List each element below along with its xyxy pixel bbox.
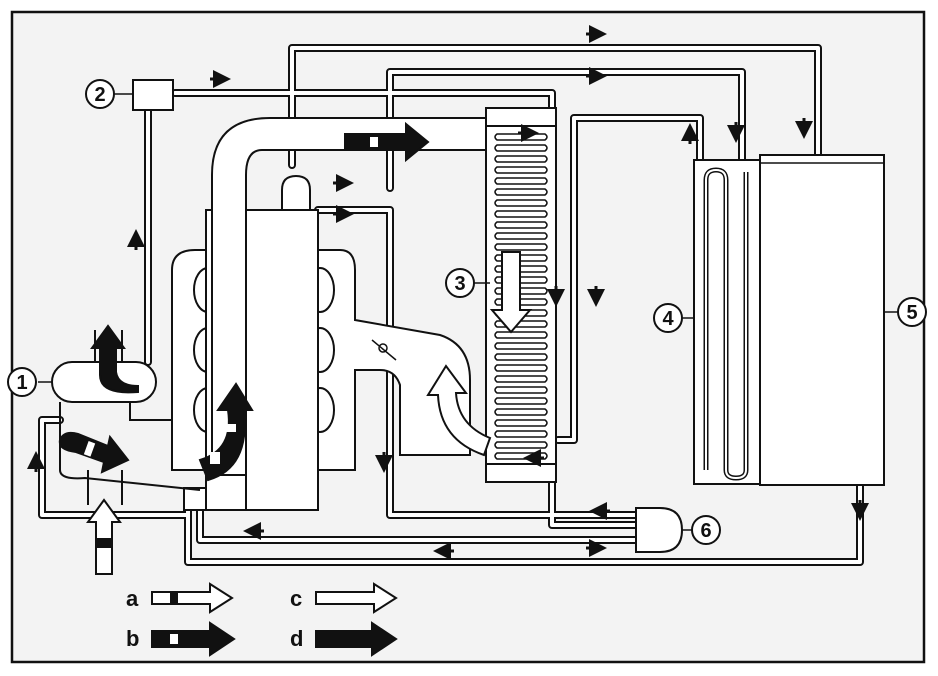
intercooler-fin (494, 188, 548, 196)
intercooler-fin (494, 221, 548, 229)
intercooler-fin (494, 232, 548, 240)
intercooler-fin (494, 441, 548, 449)
svg-text:2: 2 (94, 84, 105, 106)
intercooler-fin (494, 397, 548, 405)
svg-text:6: 6 (700, 520, 711, 542)
callout-6: 6 (682, 515, 721, 545)
intercooler-fin (494, 287, 548, 295)
intercooler-fin (494, 210, 548, 218)
legend-item-a: a (126, 582, 234, 614)
legend-item-c: c (290, 582, 398, 614)
expansion-tank (132, 79, 174, 111)
arrow-a-inlet (86, 498, 122, 575)
arrow-c-intercooler (489, 251, 533, 334)
flow-arrows (27, 25, 869, 560)
legend-item-d: d (290, 621, 398, 657)
intercooler-fin (494, 254, 548, 262)
intercooler-fin (494, 133, 548, 141)
intercooler-fin (494, 320, 548, 328)
svg-text:1: 1 (16, 372, 27, 394)
callout-3: 3 (445, 268, 490, 298)
svg-text:5: 5 (906, 302, 917, 324)
intercooler-fin (494, 166, 548, 174)
intercooler-fin (494, 298, 548, 306)
intercooler-fin (494, 331, 548, 339)
intercooler-fin (494, 386, 548, 394)
intercooler-fin (494, 452, 548, 460)
intercooler-fin (494, 408, 548, 416)
callout-5: 5 (884, 297, 927, 327)
coolant-pipes (38, 44, 864, 566)
arrow-b-top (344, 121, 430, 163)
svg-text:c: c (290, 586, 302, 611)
intercooler-fin (494, 144, 548, 152)
callouts: 1 2 3 4 5 6 (7, 79, 927, 545)
intercooler-fin (494, 375, 548, 383)
callout-1: 1 (7, 367, 52, 397)
legend: a b c d (126, 582, 398, 657)
intercooler-fin (494, 430, 548, 438)
arrow-b-turbo-in (58, 431, 130, 474)
radiator-4 (693, 159, 761, 485)
intercooler-fin (494, 364, 548, 372)
intercooler-fin (494, 265, 548, 273)
callout-2: 2 (85, 79, 133, 109)
intercooler-fin (494, 177, 548, 185)
arrow-c-manifold (426, 364, 492, 457)
intercooler-fin (494, 199, 548, 207)
throttle-valve-icon (371, 339, 397, 361)
intercooler-fin (494, 353, 548, 361)
intercooler-fin (494, 243, 548, 251)
svg-text:3: 3 (454, 273, 465, 295)
arrow-d-turbo-out (90, 324, 139, 394)
svg-text:d: d (290, 626, 303, 651)
intercooler-fin (494, 342, 548, 350)
intercooler-fin (494, 276, 548, 284)
svg-text:b: b (126, 626, 139, 651)
intercooler-fin (494, 419, 548, 427)
svg-text:a: a (126, 586, 139, 611)
intercooler-fin (494, 155, 548, 163)
radiator-5 (759, 154, 885, 486)
callout-4: 4 (653, 303, 694, 333)
legend-item-b: b (126, 621, 236, 657)
svg-text:4: 4 (662, 308, 674, 330)
pump (635, 507, 684, 553)
big-flow-arrows (58, 121, 533, 575)
